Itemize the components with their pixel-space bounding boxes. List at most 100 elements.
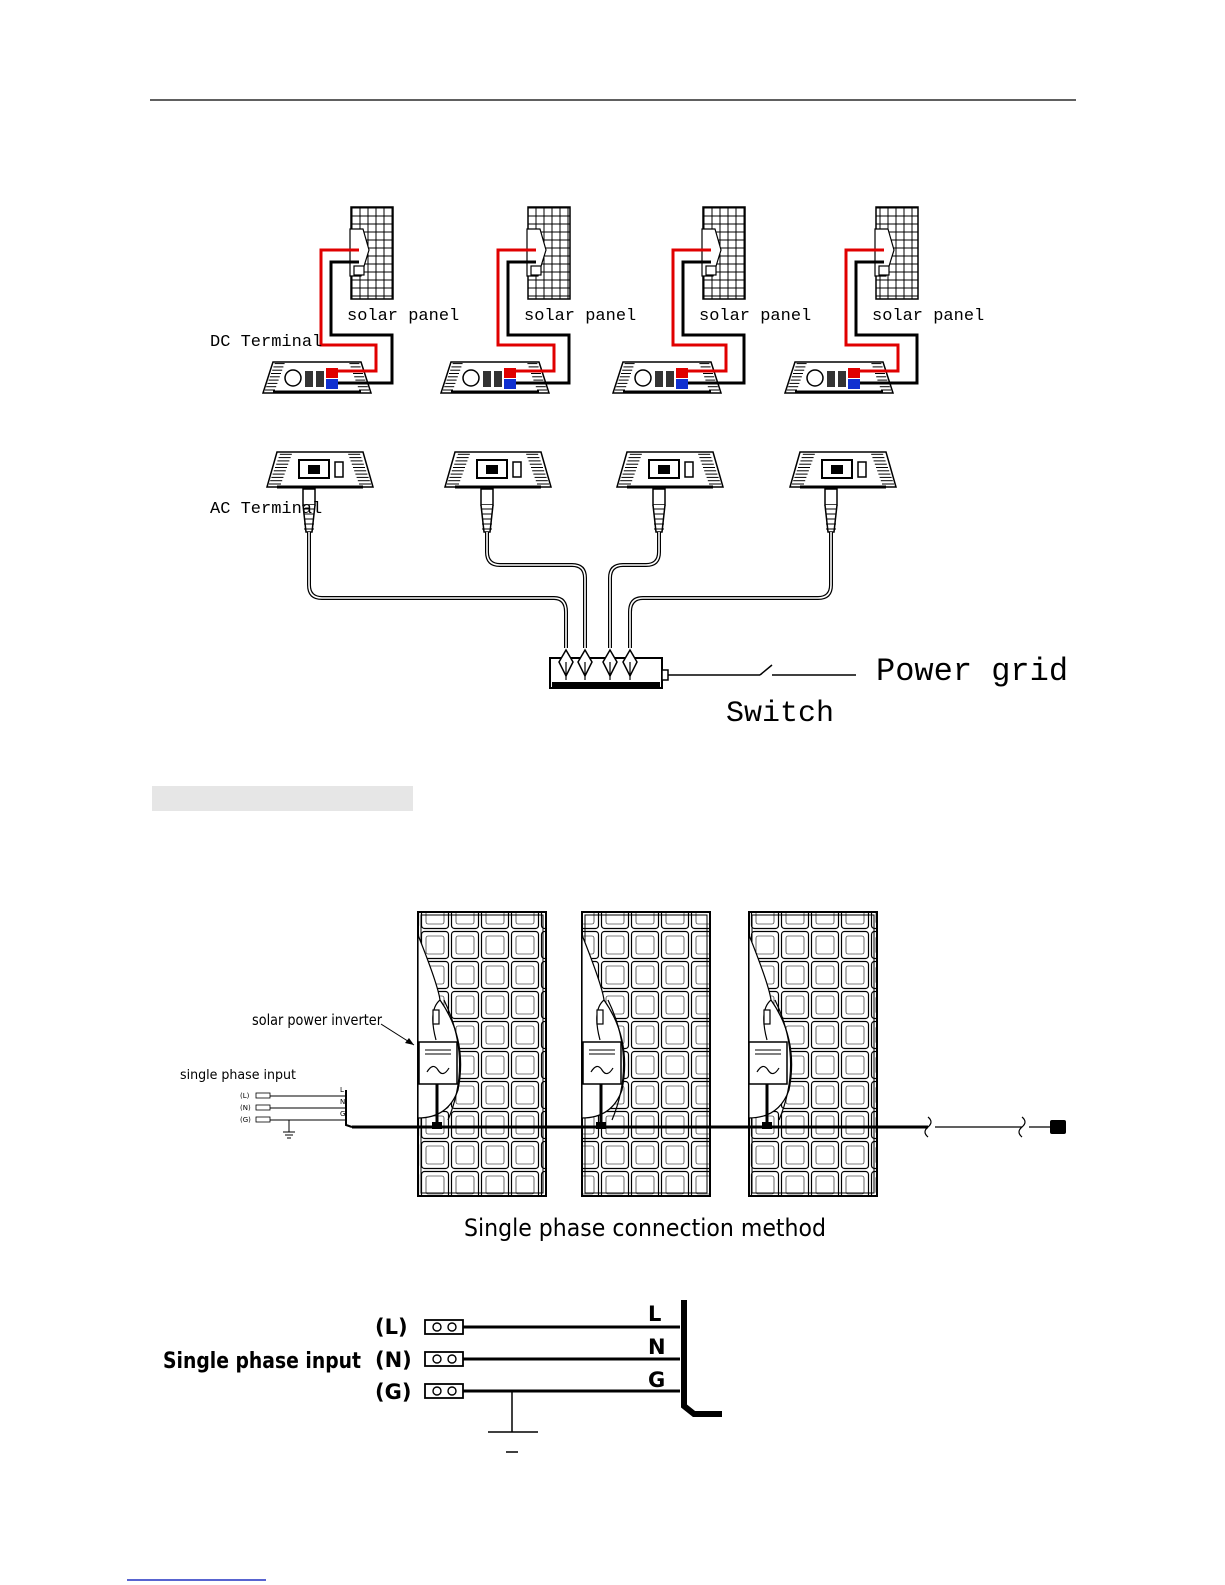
- inverter-dc-view: [785, 362, 893, 393]
- fig2-bus-l: L: [340, 1086, 344, 1094]
- solar-panel-group-3: [749, 912, 877, 1196]
- junction-box-icon: [531, 266, 541, 275]
- ac-socket-pins: [658, 465, 670, 474]
- dc-switch-icon: [666, 371, 674, 387]
- solar-panel-label: solar panel: [524, 307, 636, 326]
- fan-icon: [807, 370, 823, 386]
- hub-outlet: [662, 670, 668, 680]
- small-bus-bar: [346, 1090, 352, 1127]
- solar-panel: [527, 207, 570, 299]
- junction-box-icon: [879, 266, 889, 275]
- micro-inverter-icon: [749, 1042, 787, 1084]
- fan-icon: [635, 370, 651, 386]
- input-line-2: [425, 1352, 680, 1366]
- micro-inverter-icon: [419, 1042, 457, 1084]
- junction-box-icon: [706, 266, 716, 275]
- ac-cable-2: [487, 532, 585, 648]
- positive-terminal-icon: [676, 368, 688, 378]
- ac-switch-icon: [685, 462, 693, 477]
- positive-terminal-icon: [326, 368, 338, 378]
- ac-switch-icon: [335, 462, 343, 477]
- negative-terminal-icon: [676, 379, 688, 389]
- ac-plug-icon: [653, 489, 665, 532]
- terminal-screw-icon: [448, 1323, 456, 1331]
- terminal-block-icon: [425, 1320, 463, 1334]
- dc-switch-icon: [827, 371, 835, 387]
- terminal-label-l: (L): [375, 1315, 408, 1339]
- switch-label: Switch: [726, 697, 834, 731]
- small-terminal-block: [256, 1093, 270, 1098]
- ac-switch-icon: [858, 462, 866, 477]
- inverter-unit-1: solar panel: [263, 207, 459, 532]
- bus-letter-l: L: [648, 1302, 661, 1326]
- inverter-dc-view: [613, 362, 721, 393]
- ac-switch-icon: [513, 462, 521, 477]
- solar-panel: [875, 207, 918, 299]
- ac-cable-3: [610, 532, 659, 648]
- inverter-ac-view: [267, 452, 373, 487]
- inverter-ac-view: [790, 452, 896, 487]
- switch-blade: [760, 665, 772, 675]
- single-phase-input-small-label: single phase input: [180, 1068, 296, 1083]
- positive-terminal-icon: [504, 368, 516, 378]
- ac-cable-1: [309, 532, 566, 648]
- solar-panel-group-1: [418, 912, 546, 1196]
- negative-terminal-icon: [848, 379, 860, 389]
- ac-socket-pins: [308, 465, 320, 474]
- terminal-block-icon: [425, 1352, 463, 1366]
- junction-box-icon: [354, 266, 364, 275]
- inverter-label: solar power inverter: [252, 1011, 383, 1029]
- inverter-unit-3: solar panel: [613, 207, 811, 532]
- plug-head: [653, 489, 665, 505]
- terminal-screw-icon: [433, 1323, 441, 1331]
- fan-icon: [285, 370, 301, 386]
- hub-base: [552, 682, 660, 688]
- single-phase-input-detail-figure: [425, 1300, 722, 1452]
- figure-caption: Single phase connection method: [464, 1214, 826, 1242]
- fan-icon: [463, 370, 479, 386]
- negative-terminal-icon: [504, 379, 516, 389]
- mc4-connector-icon: [764, 1010, 770, 1024]
- mc4-connector-icon: [433, 1010, 439, 1024]
- inverter-pointer-head: [405, 1038, 414, 1045]
- input-line-1: [425, 1320, 680, 1334]
- small-terminal-block: [256, 1105, 270, 1110]
- plug-head: [825, 489, 837, 505]
- inverter-unit-4: solar panel: [785, 207, 984, 532]
- dc-switch-icon: [316, 371, 324, 387]
- ac-plug-icon: [481, 489, 493, 532]
- dc-switch-icon: [305, 371, 313, 387]
- negative-terminal-icon: [326, 379, 338, 389]
- terminal-screw-icon: [448, 1355, 456, 1363]
- ac-plug-icon: [825, 489, 837, 532]
- dc-switch-icon: [483, 371, 491, 387]
- ac-cable-core-3: [610, 532, 659, 648]
- inverter-unit-2: solar panel: [441, 207, 636, 532]
- dc-switch-icon: [655, 371, 663, 387]
- small-terminal-block: [256, 1117, 270, 1122]
- solar-panel-label: solar panel: [872, 307, 984, 326]
- bus-letter-g: G: [648, 1368, 665, 1392]
- terminal-screw-icon: [448, 1387, 456, 1395]
- inverter-ac-view: [445, 452, 551, 487]
- single-phase-connection-figure: [256, 912, 1066, 1196]
- fig2-bus-n: N: [340, 1098, 345, 1106]
- fig2-terminal-l: (L): [240, 1092, 250, 1100]
- solar-panel: [702, 207, 745, 299]
- ac-socket-pins: [486, 465, 498, 474]
- dc-switch-icon: [494, 371, 502, 387]
- inverter-dc-view: [263, 362, 371, 393]
- mc4-connector-icon: [597, 1010, 603, 1024]
- plug-head: [481, 489, 493, 505]
- solar-panel-label: solar panel: [347, 307, 459, 326]
- inverter-dc-view: [441, 362, 549, 393]
- section-highlight-bar: [152, 786, 413, 811]
- solar-panel: [350, 207, 393, 299]
- terminal-block-icon: [425, 1384, 463, 1398]
- terminal-label-g: (G): [375, 1380, 411, 1404]
- ac-cable-core-1: [309, 532, 566, 648]
- ac-socket-pins: [831, 465, 843, 474]
- input-line-3: [425, 1384, 680, 1398]
